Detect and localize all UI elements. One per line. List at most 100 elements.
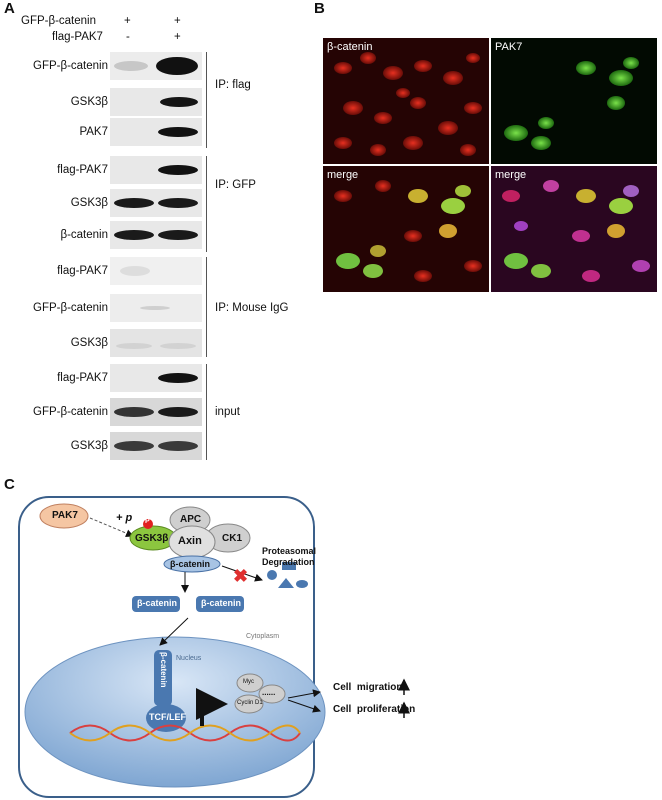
blot-strip [110, 189, 202, 217]
header-label-2: flag-PAK7 [52, 31, 103, 43]
header-lane2-1: + [174, 15, 181, 27]
proteasome-shape [267, 570, 277, 580]
micrograph-label: β-catenin [327, 41, 373, 53]
outcome-arrow [287, 699, 321, 713]
blot-label: β-catenin [60, 229, 108, 241]
ip-label-flag: IP: flag [215, 79, 251, 91]
band [114, 407, 154, 417]
cytoplasm-label: Cytoplasm [246, 633, 280, 640]
blocked-cross: ✖ [233, 566, 248, 586]
bcat-free-2 [196, 596, 244, 612]
header-lane2-2: + [174, 31, 181, 43]
bcat-free-1-label: β-catenin [137, 598, 177, 608]
bcat-nuclear-label: β-catenin [159, 652, 168, 688]
blot-label: GSK3β [70, 337, 108, 349]
band [158, 230, 198, 240]
band [160, 343, 196, 349]
tcf-label: TCF/LEF [149, 712, 186, 722]
cyclin-label: Cyclin D1 [237, 700, 263, 706]
myc-node [236, 673, 264, 693]
green-cells-graphic [491, 38, 657, 164]
panel-c-letter: C [4, 476, 15, 493]
degradation-label: Degradation [262, 557, 315, 567]
apc-label: APC [180, 514, 202, 525]
group-bracket [206, 257, 207, 357]
band [158, 127, 198, 137]
ip-label-input: input [215, 406, 240, 418]
group-bracket [206, 364, 207, 460]
blot-strip [110, 398, 202, 426]
header-lane1-2: - [126, 31, 130, 43]
migration-label: Cell migration [333, 682, 403, 693]
proteasome-shape [278, 578, 294, 588]
micrograph-merge-2: merge [491, 166, 657, 292]
band [114, 441, 154, 451]
merge-dapi-cells-graphic [491, 166, 657, 292]
bcat-complex-label: β-catenin [170, 559, 210, 569]
band [158, 407, 198, 417]
micrograph-label: merge [327, 169, 359, 181]
micrograph-merge-1: merge [323, 166, 489, 292]
header-lane1-1: + [124, 15, 131, 27]
bcat-complex-node [163, 555, 221, 573]
blot-label: PAK7 [79, 126, 108, 138]
degradation-arrow [221, 565, 263, 582]
micrograph-label: merge [495, 169, 527, 181]
translocation-arrow [159, 617, 189, 646]
blot-strip [110, 52, 202, 80]
blot-strip [110, 221, 202, 249]
axin-label: Axin [178, 535, 202, 547]
blot-label: flag-PAK7 [57, 265, 108, 277]
ip-label-gfp: IP: GFP [215, 179, 256, 191]
cyclin-node [234, 694, 264, 714]
gsk-label: GSK3β [135, 533, 169, 544]
pak7-node [39, 503, 89, 529]
band [158, 373, 198, 383]
panel-b-letter: B [314, 0, 325, 17]
blot-label: GFP-β-catenin [33, 406, 108, 418]
p-badge [143, 519, 153, 529]
ip-label-igg: IP: Mouse IgG [215, 302, 289, 314]
blot-strip [110, 156, 202, 184]
dots-label: ...... [262, 688, 276, 697]
blot-label: flag-PAK7 [57, 164, 108, 176]
plus-p-label: + p [116, 512, 133, 524]
blot-label: GSK3β [70, 96, 108, 108]
band [158, 165, 198, 175]
pathway-diagram: ✖ [18, 496, 410, 798]
proteasome-shape [296, 580, 308, 588]
panel-a-letter: A [4, 0, 15, 17]
band [156, 57, 198, 75]
header-label-1: GFP-β-catenin [21, 15, 96, 27]
blot-strip [110, 118, 202, 146]
p-badge-label: P [145, 518, 150, 525]
proteasome-shape [282, 562, 296, 570]
blot-label: GFP-β-catenin [33, 302, 108, 314]
band [116, 343, 152, 349]
myc-label: Myc [243, 679, 254, 685]
merge-cells-graphic [323, 166, 489, 292]
group-bracket [206, 156, 207, 252]
bcat-nuclear [154, 650, 172, 706]
blot-strip [110, 257, 202, 285]
micrograph-pak7: PAK7 [491, 38, 657, 164]
phospho-arrow [89, 517, 134, 537]
blot-strip [110, 432, 202, 460]
blot-strip [110, 364, 202, 392]
ck1-label: CK1 [222, 533, 243, 544]
band [114, 61, 148, 71]
transcription-arrow [196, 688, 228, 726]
proteasomal-label: Proteasomal [262, 546, 317, 556]
bcat-free-1 [132, 596, 180, 612]
pak7-label: PAK7 [52, 510, 78, 521]
band [120, 266, 150, 276]
group-bracket [206, 52, 207, 148]
tcf-node [146, 704, 186, 732]
blot-label: flag-PAK7 [57, 372, 108, 384]
bcat-free-2-label: β-catenin [201, 598, 241, 608]
band [114, 198, 154, 208]
red-cells-graphic [323, 38, 489, 164]
band [158, 441, 198, 451]
blot-strip [110, 329, 202, 357]
micrograph-label: PAK7 [495, 41, 523, 53]
